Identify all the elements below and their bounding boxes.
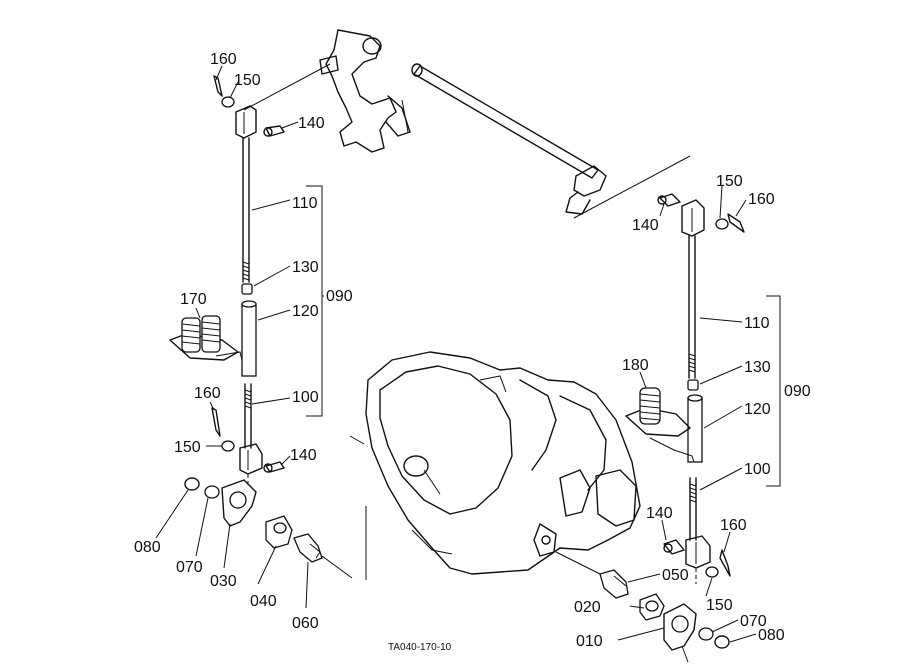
callout-right-140b: 140 [646, 505, 673, 522]
callout-left-160b: 160 [194, 385, 221, 402]
callout-labels-right: 150 160 140 110 180 130 090 120 100 140 … [574, 173, 811, 650]
callout-right-130: 130 [744, 359, 771, 376]
figure-code: TA040-170-10 [388, 642, 452, 653]
callout-left-080: 080 [134, 539, 161, 556]
upper-lever-bracket [319, 29, 411, 153]
right-rod-assembly [657, 193, 745, 584]
callout-left-140: 140 [298, 115, 325, 132]
callout-right-150b: 150 [706, 597, 733, 614]
leader-lines [155, 65, 757, 643]
gearbox-housing [349, 351, 641, 577]
callout-left-160: 160 [210, 51, 237, 68]
callout-right-180: 180 [622, 357, 649, 374]
callout-right-080: 080 [758, 627, 785, 644]
right-lower-parts [599, 569, 730, 663]
callout-left-100: 100 [292, 389, 319, 406]
callout-left-030: 030 [210, 573, 237, 590]
callout-left-110: 110 [292, 195, 318, 212]
callout-right-120: 120 [744, 401, 771, 418]
callout-right-050: 050 [662, 567, 689, 584]
callout-left-150: 150 [234, 72, 261, 89]
callout-left-070: 070 [176, 559, 203, 576]
callout-labels-left: 160 150 140 110 130 090 170 120 160 100 … [134, 51, 353, 632]
callout-right-140: 140 [632, 217, 659, 234]
callout-right-010: 010 [576, 633, 603, 650]
left-lower-parts [184, 477, 367, 580]
left-090-bracket [306, 185, 323, 417]
callout-left-140b: 140 [290, 447, 317, 464]
callout-left-120: 120 [292, 303, 319, 320]
callout-right-090: 090 [784, 383, 811, 400]
callout-right-150: 150 [716, 173, 743, 190]
callout-right-110: 110 [744, 315, 770, 332]
callout-right-160b: 160 [720, 517, 747, 534]
callout-right-020: 020 [574, 599, 601, 616]
callout-right-100: 100 [744, 461, 771, 478]
callout-left-150b: 150 [174, 439, 201, 456]
cross-shaft [411, 63, 691, 219]
callout-left-130: 130 [292, 259, 319, 276]
callout-left-040: 040 [250, 593, 277, 610]
right-090-bracket [766, 295, 781, 487]
callout-right-070: 070 [740, 613, 767, 630]
right-spring-assembly [625, 387, 695, 463]
callout-right-160: 160 [748, 191, 775, 208]
callout-left-060: 060 [292, 615, 319, 632]
left-spring-assembly [169, 315, 243, 361]
callout-left-170: 170 [180, 291, 207, 308]
callout-left-090: 090 [326, 288, 353, 305]
left-rod-assembly [211, 63, 331, 488]
